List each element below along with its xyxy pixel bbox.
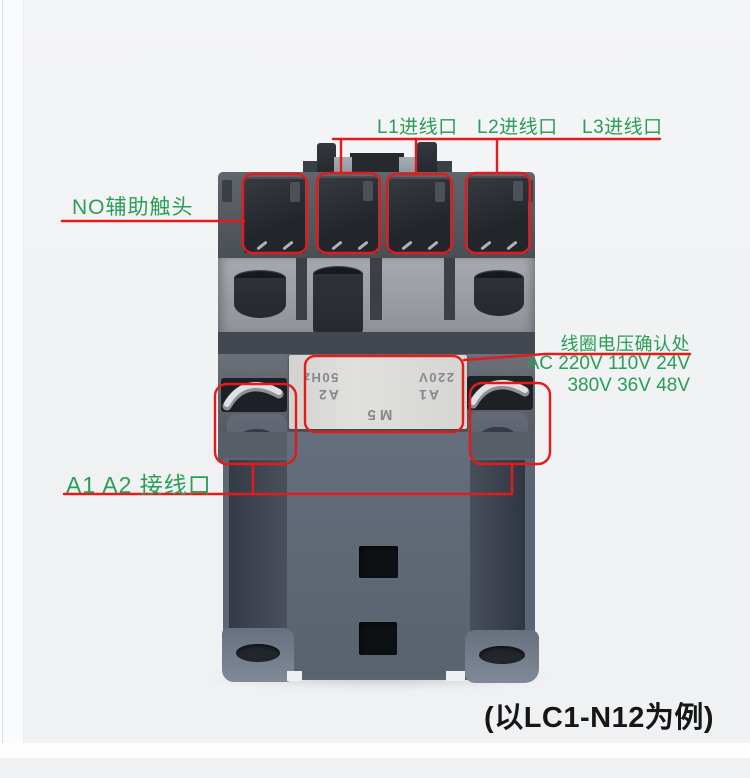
label-l3-inlet: L3进线口 [582,117,663,138]
lower-channel-left [229,460,287,632]
terminal-block-no [244,177,305,253]
rail-notch-right [446,671,465,681]
label-l1-inlet: L1进线口 [377,117,458,138]
label-terminal-a2: A2 [317,387,339,403]
coil-rating-label: M5 A1 A2 220V 50Hz [289,355,467,429]
upper-body-notch-left [222,180,232,202]
coil-terminal-cavity-a1 [221,378,287,412]
screw-recess-right [474,270,524,316]
terminal-screw-glint [282,240,294,251]
terminal-screw-glint [256,240,268,251]
mount-clip-spring-left [334,157,352,176]
terminal-clamp-hook [435,182,445,202]
contactor-dark-band [218,332,535,354]
terminal-screw-glint [357,240,369,251]
terminal-screw-glint [401,240,413,251]
label-l2-inlet: L2进线口 [477,117,558,138]
mount-clip-right [417,142,437,176]
lower-channel-right [467,460,525,636]
rail-notch-left [287,671,302,681]
terminal-clamp-hook [363,181,373,201]
mid-slot [370,258,382,320]
mount-clip-center [350,153,404,176]
model-example-caption: (以LC1-N12为例) [484,702,714,734]
label-coil-voltage: 线圈电压确认处 [560,334,690,354]
label-terminal-a1: A1 [417,387,439,403]
terminal-screw-glint [480,240,492,251]
mount-foot-hole-left [236,644,280,662]
background-bottom-white-band [0,743,750,758]
mount-foot-hole-right [479,646,525,664]
screw-recess-left [234,270,286,318]
mount-clip-spring-right [399,157,416,176]
terminal-block-l3 [468,176,528,253]
background-bottom-gray-band [0,758,750,778]
background-left-line [2,0,3,745]
terminal-block-l1 [319,176,378,253]
terminal-block-l2 [389,177,450,253]
screw-recess-bore [234,278,286,318]
wire-clamp-a1 [222,381,284,411]
label-voltage-options: AC 220V 110V 24V 380V 36V 48V [527,353,690,397]
mid-slot [296,258,307,320]
terminal-clamp-hook [513,181,523,201]
wire-clamp-a2 [468,379,530,409]
label-frequency: 50Hz [302,370,339,385]
voltage-options-line1: AC 220V 110V 24V [526,353,690,374]
terminal-screw-glint [331,240,343,251]
label-a1a2-terminals: A1 A2 接线口 [66,472,212,498]
voltage-options-line2: 380V 36V 48V [567,375,690,396]
label-model: M5 [363,406,393,423]
coil-rating-label-text: M5 A1 A2 220V 50Hz [289,355,467,429]
label-voltage: 220V [417,370,454,385]
screw-recess-bore [313,274,363,342]
screw-recess-center [313,266,363,342]
label-no-aux-contact: NO辅助触头 [72,196,194,219]
mount-hole-lower [359,622,397,655]
coil-terminal-cavity-a2 [467,376,533,410]
terminal-screw-glint [427,240,439,251]
background-left-strip [0,0,24,778]
screw-recess-bore [474,278,524,316]
mount-clip-left [317,143,336,177]
terminal-clamp-hook [290,182,300,202]
terminal-screw-glint [506,240,518,251]
mount-hole-upper [359,546,398,578]
mid-slot [444,258,455,320]
